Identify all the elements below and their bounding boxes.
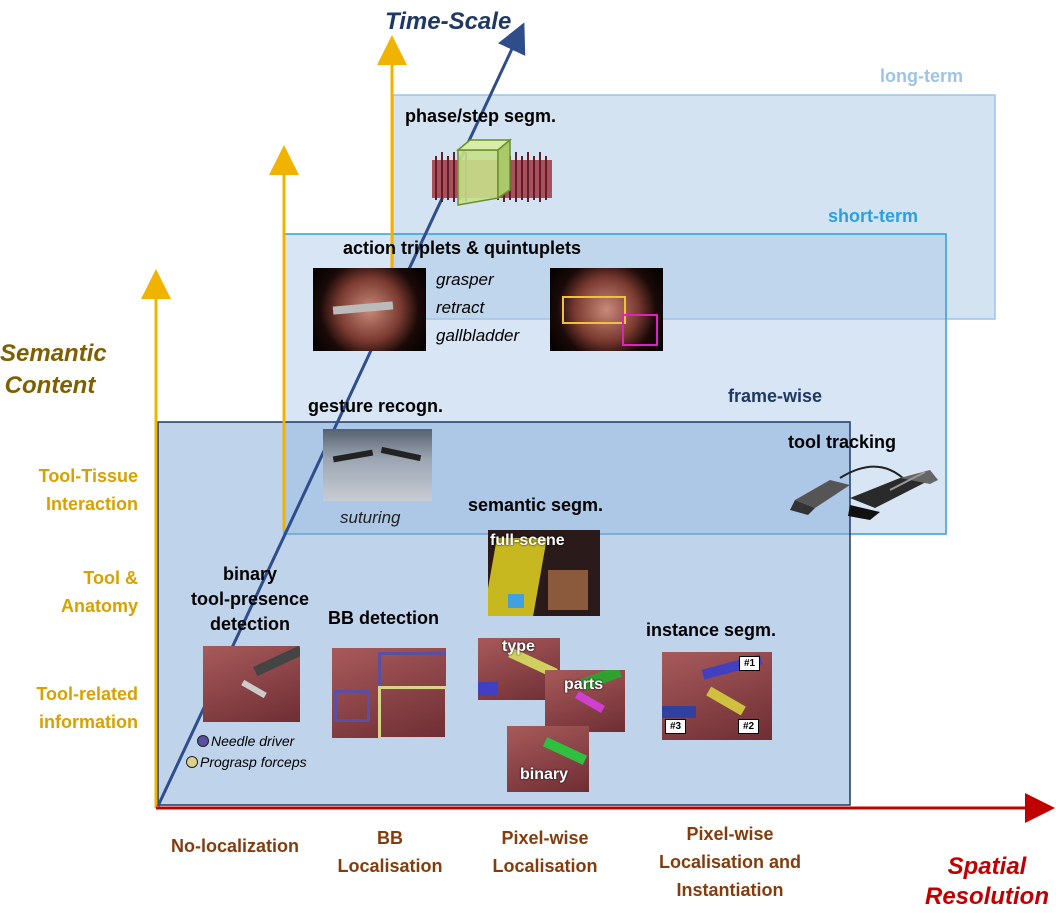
- instance-id-1: #1: [739, 656, 760, 671]
- bb-detection-label: BB detection: [328, 608, 439, 629]
- tool-tracking-label: tool tracking: [788, 432, 896, 453]
- spatial-level-instance-line-1: Pixel-wise: [640, 820, 820, 848]
- short-term-label: short-term: [828, 206, 918, 227]
- spatial-resolution-line-2: Resolution: [918, 882, 1056, 912]
- spatial-resolution-line-1: Spatial: [918, 852, 1056, 882]
- legend-needle-driver: Needle driver: [197, 733, 280, 751]
- suturing-label: suturing: [340, 508, 400, 528]
- phase-segm-label: phase/step segm.: [405, 106, 556, 127]
- spatial-level-pixel: Pixel-wise Localisation: [470, 824, 620, 880]
- triplet-word-target: gallbladder: [436, 326, 519, 346]
- semantic-level-tool-related-line-2: information: [0, 708, 138, 736]
- semantic-level-tool-anatomy: Tool & Anatomy: [0, 564, 138, 620]
- semantic-level-tool-related: Tool-related information: [0, 680, 138, 736]
- triplet-word-verb: retract: [436, 298, 484, 318]
- semantic-level-tool-tissue: Tool-Tissue Interaction: [0, 462, 138, 518]
- spatial-resolution-label: Spatial Resolution: [918, 852, 1056, 912]
- semantic-level-tool-anatomy-line-2: Anatomy: [0, 592, 138, 620]
- spatial-level-pixel-line-1: Pixel-wise: [470, 824, 620, 852]
- gesture-recogn-label: gesture recogn.: [308, 396, 443, 417]
- spatial-level-instance: Pixel-wise Localisation and Instantiatio…: [640, 820, 820, 904]
- time-scale-label: Time-Scale: [385, 8, 511, 36]
- triplet-word-instrument: grasper: [436, 270, 494, 290]
- binary-presence-line-3: detection: [190, 612, 310, 637]
- semantic-level-tool-related-line-1: Tool-related: [0, 680, 138, 708]
- semantic-level-tool-anatomy-line-1: Tool &: [0, 564, 138, 592]
- spatial-level-bb-line-1: BB: [322, 824, 458, 852]
- semantic-content-line-2: Content: [0, 370, 100, 402]
- prograsp-swatch: [186, 756, 198, 768]
- needle-driver-label: Needle driver: [211, 733, 294, 749]
- semantic-level-tool-tissue-line-1: Tool-Tissue: [0, 462, 138, 490]
- triplet-image: [313, 268, 426, 351]
- semantic-content-line-1: Semantic: [0, 338, 100, 370]
- binary-presence-label: binary tool-presence detection: [190, 562, 310, 637]
- binary-presence-line-2: tool-presence: [190, 587, 310, 612]
- triplets-label: action triplets & quintuplets: [343, 238, 581, 259]
- instance-segm-label: instance segm.: [646, 620, 776, 641]
- prograsp-label: Prograsp forceps: [200, 754, 307, 770]
- spatial-level-no-localization: No-localization: [155, 836, 315, 857]
- binary-presence-line-1: binary: [190, 562, 310, 587]
- spatial-level-pixel-line-2: Localisation: [470, 852, 620, 880]
- gesture-image: [323, 429, 432, 501]
- binary-presence-image: [203, 646, 300, 722]
- seg-type-tag: type: [502, 638, 535, 656]
- full-scene-tag: full-scene: [490, 532, 565, 550]
- spatial-level-bb-line-2: Localisation: [322, 852, 458, 880]
- spatial-level-bb: BB Localisation: [322, 824, 458, 880]
- seg-binary-tag: binary: [520, 766, 568, 784]
- bb-detection-image: [332, 648, 446, 738]
- legend-prograsp: Prograsp forceps: [186, 754, 293, 772]
- triplet-image-boxed: [550, 268, 663, 351]
- instance-id-2: #2: [738, 719, 759, 734]
- semantic-level-tool-tissue-line-2: Interaction: [0, 490, 138, 518]
- semantic-content-label: Semantic Content: [0, 338, 100, 402]
- spatial-level-instance-line-3: Instantiation: [640, 876, 820, 904]
- spatial-level-instance-line-2: Localisation and: [640, 848, 820, 876]
- seg-parts-tag: parts: [564, 676, 603, 694]
- needle-driver-swatch: [197, 735, 209, 747]
- frame-wise-label: frame-wise: [728, 386, 822, 407]
- long-term-label: long-term: [880, 66, 963, 87]
- instance-id-3: #3: [665, 719, 686, 734]
- semantic-segm-label: semantic segm.: [468, 495, 603, 516]
